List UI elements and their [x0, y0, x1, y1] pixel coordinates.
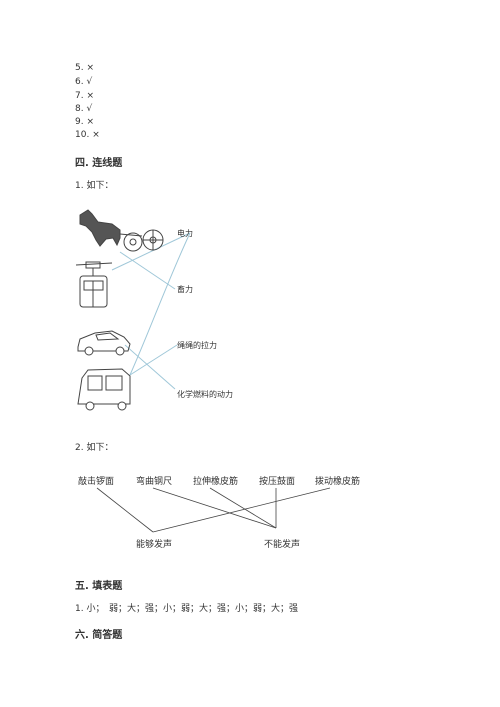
action-bend-ruler: 弯曲钢尺 [136, 477, 173, 487]
result-can-sound: 能够发声 [136, 540, 173, 550]
cable-car-icon [75, 261, 113, 308]
question-1-label: 1. 如下： [75, 181, 114, 191]
question-2-label: 2. 如下： [75, 443, 114, 453]
action-pluck-band: 拨动橡皮筋 [315, 477, 361, 487]
force-label-electric: 电力 [177, 229, 193, 238]
answer-10: 10. × [75, 130, 100, 140]
answer-6: 6. √ [75, 77, 93, 87]
action-strike-gong: 敲击锣面 [78, 477, 115, 487]
force-label-rope: 绳绳的拉力 [177, 341, 217, 350]
horse-cart-icon [79, 209, 164, 252]
action-press-drum: 按压鼓面 [259, 477, 296, 487]
answer-5: 5. × [75, 63, 95, 73]
result-no-sound: 不能发声 [264, 540, 301, 550]
car-icon [77, 330, 131, 356]
action-stretch-band: 拉伸橡皮筋 [193, 477, 239, 487]
section-6-title: 六. 简答题 [75, 630, 123, 641]
section-5-answer: 1. 小； 弱；大；强；小；弱；大；强；小；弱；大；强 [75, 604, 298, 614]
tuk-tuk-icon [77, 368, 131, 411]
force-label-fuel: 化学燃料的动力 [177, 390, 233, 399]
answer-9: 9. × [75, 117, 95, 127]
section-4-title: 四. 连线题 [75, 158, 123, 169]
force-label-animal: 畜力 [177, 285, 193, 294]
section-5-title: 五. 填表题 [75, 581, 123, 592]
answer-8: 8. √ [75, 104, 93, 114]
answer-7: 7. × [75, 91, 95, 101]
